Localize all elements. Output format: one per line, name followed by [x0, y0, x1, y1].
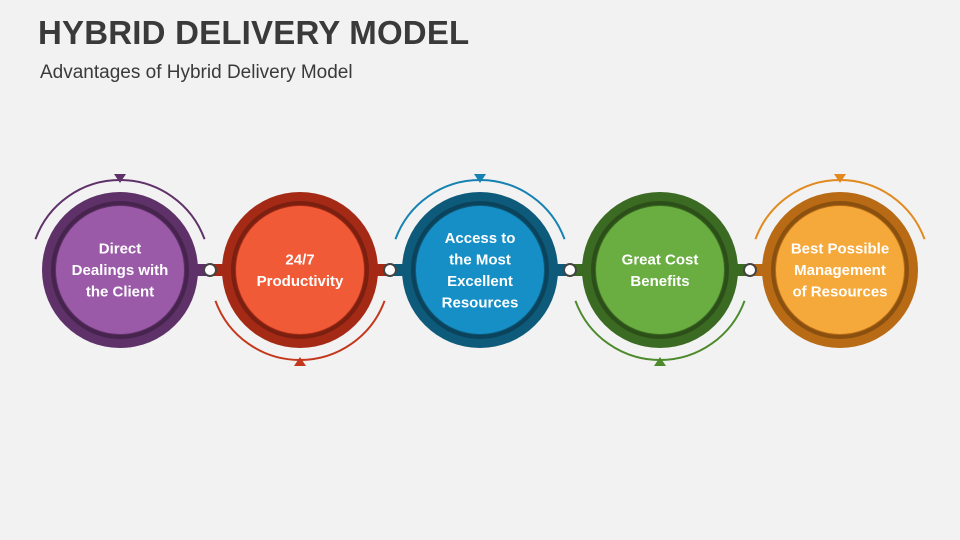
step-circle: [416, 206, 544, 334]
step-label-line: Dealings with: [72, 262, 169, 279]
step-label-line: of Resources: [792, 284, 887, 301]
connector-dot: [383, 263, 397, 277]
connector-dot: [743, 263, 757, 277]
step-label-line: Benefits: [630, 273, 689, 290]
step-label-line: the Most: [449, 251, 511, 268]
step-ring-shadow: [411, 201, 549, 339]
arrow-marker-icon: [834, 174, 846, 183]
arrow-marker-icon: [654, 357, 666, 366]
step-circle: [236, 206, 364, 334]
step-label-line: Best Possible: [791, 241, 889, 258]
step-label-line: Great Cost: [622, 251, 699, 268]
step-label-line: Productivity: [257, 273, 344, 290]
step-label-line: 24/7: [285, 251, 314, 268]
arrow-marker-icon: [474, 174, 486, 183]
page-subtitle: Advantages of Hybrid Delivery Model: [40, 62, 353, 83]
step-label-line: Excellent: [447, 273, 513, 290]
step-ring-shadow: [231, 201, 369, 339]
page-title: HYBRID DELIVERY MODEL: [38, 14, 470, 51]
step-circle: [596, 206, 724, 334]
step-circle: [56, 206, 184, 334]
step-label-line: Direct: [99, 241, 142, 258]
connector-dot: [203, 263, 217, 277]
arrow-marker-icon: [114, 174, 126, 183]
step-ring-shadow: [51, 201, 189, 339]
step-label-line: Management: [794, 262, 886, 279]
step-label-line: the Client: [86, 284, 154, 301]
arrow-marker-icon: [294, 357, 306, 366]
step-circle: [776, 206, 904, 334]
step-label-line: Resources: [442, 294, 519, 311]
step-ring-shadow: [771, 201, 909, 339]
step-label-line: Access to: [445, 230, 516, 247]
step-ring-shadow: [591, 201, 729, 339]
connector-dot: [563, 263, 577, 277]
